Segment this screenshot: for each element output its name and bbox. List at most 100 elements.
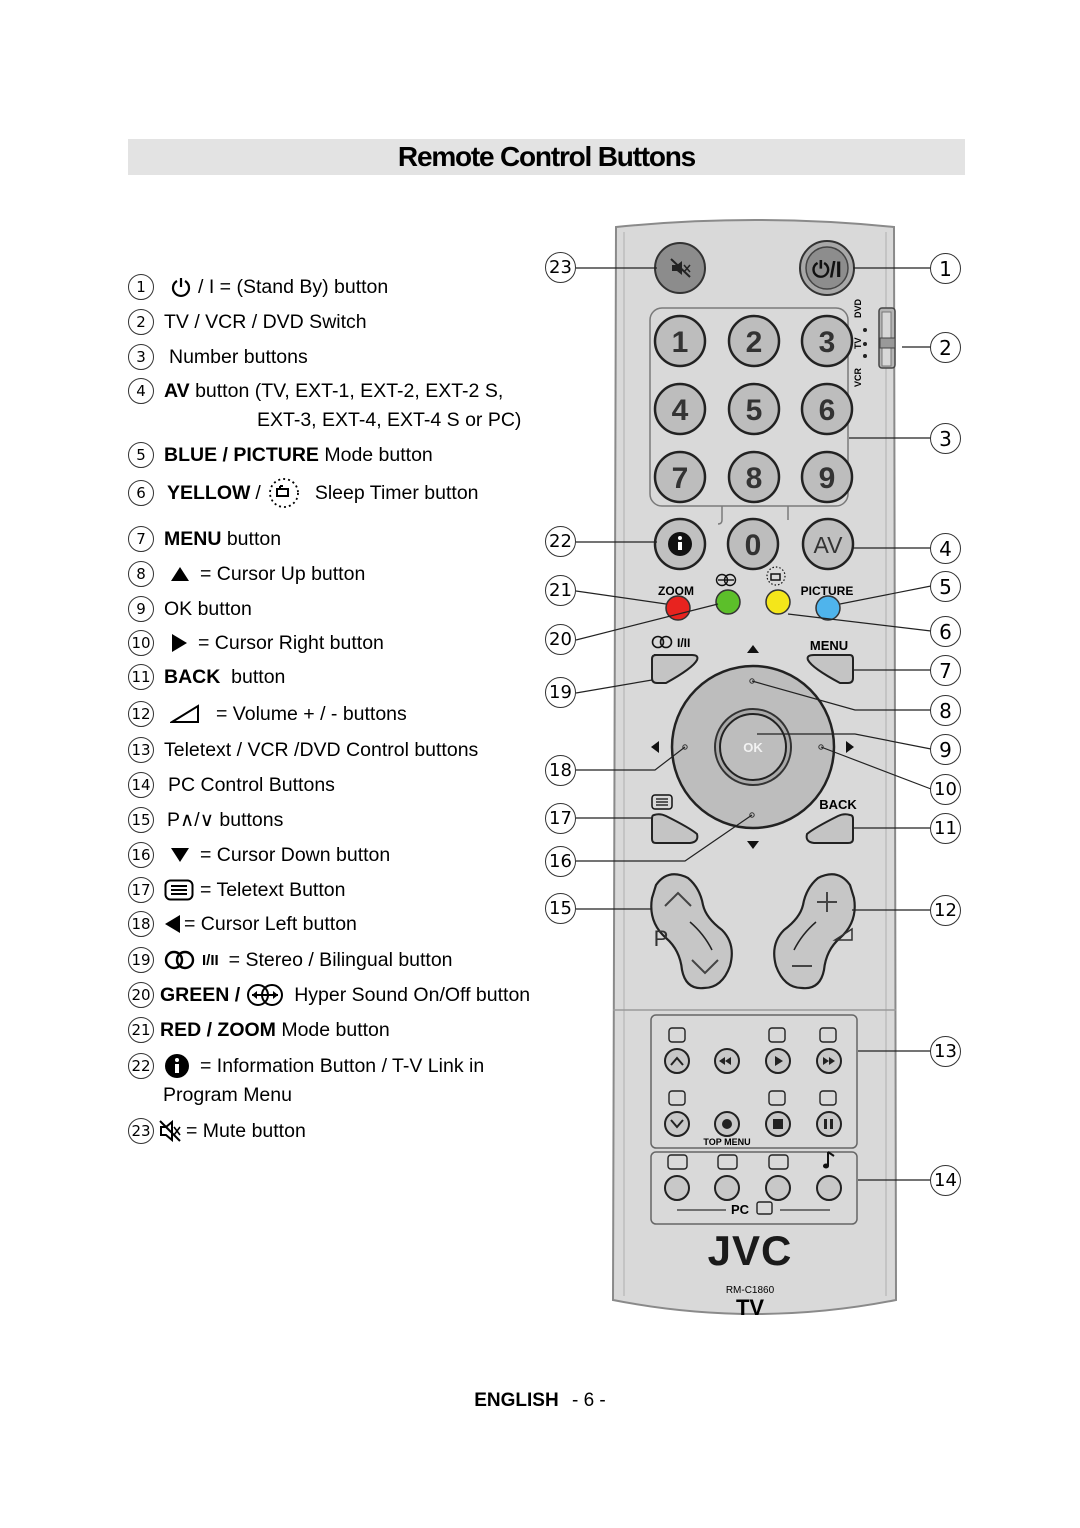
callout-4: 4	[930, 533, 961, 564]
digit-button-5[interactable]: 5	[727, 382, 781, 436]
legend-text: = Cursor Down button	[200, 843, 391, 866]
legend-item: 15 P∧/∨ buttons	[128, 804, 283, 836]
av-button[interactable]: AV	[801, 517, 855, 571]
legend-item: 12 = Volume + / - buttons	[128, 698, 407, 730]
hyper-sound-icon	[246, 983, 284, 1007]
legend-number: 21	[128, 1017, 154, 1043]
pc-button-4[interactable]	[816, 1175, 842, 1201]
legend-number: 4	[128, 378, 154, 404]
callout-23: 23	[545, 252, 576, 283]
pc-control-buttons: PC	[664, 1151, 842, 1217]
blue-picture-button[interactable]	[815, 595, 841, 621]
legend-number: 2	[128, 309, 154, 335]
digit-button-2[interactable]: 2	[727, 314, 781, 368]
mute-button[interactable]	[654, 242, 706, 294]
teletext-icon	[164, 879, 194, 901]
pc-control-block	[650, 1151, 858, 1225]
vcr-dvd-control-block	[650, 1014, 858, 1149]
digit-button-1[interactable]: 1	[653, 314, 707, 368]
stereo-bilingual-button[interactable]	[651, 654, 699, 684]
callout-lines	[575, 267, 932, 1181]
legend-item: 4 AV button (TV, EXT-1, EXT-2, EXT-2 S,	[128, 375, 503, 407]
callout-8: 8	[930, 695, 961, 726]
callout-10: 10	[930, 774, 961, 805]
legend-item: 10 = Cursor Right button	[128, 627, 384, 659]
legend-number: 3	[128, 344, 154, 370]
legend-bold: RED / ZOOM	[160, 1018, 276, 1041]
legend-bold: BLUE / PICTURE	[164, 443, 319, 466]
legend-text: = Cursor Right button	[198, 631, 384, 654]
info-button[interactable]	[653, 517, 707, 571]
svg-text:4: 4	[672, 394, 689, 427]
legend-item: 18 = Cursor Left button	[128, 908, 357, 940]
digit-button-0[interactable]: 0	[726, 517, 780, 571]
legend-bold: GREEN /	[160, 983, 241, 1006]
digit-button-6[interactable]: 6	[800, 382, 854, 436]
page-footer: ENGLISH - 6 -	[0, 1390, 1080, 1412]
sleep-timer-icon	[267, 476, 301, 510]
legend-number: 23	[128, 1118, 154, 1144]
callout-13: 13	[930, 1036, 961, 1067]
legend-number: 22	[128, 1053, 154, 1079]
cursor-right-arrow	[846, 741, 854, 753]
menu-label: MENU	[810, 638, 848, 653]
teletext-icon	[651, 794, 673, 810]
svg-text:8: 8	[746, 462, 763, 495]
power-button-label: ⏻/I	[812, 257, 842, 282]
pc-button-3[interactable]	[765, 1175, 791, 1201]
vcr-down-button[interactable]	[664, 1111, 690, 1137]
pc-button-1[interactable]	[664, 1175, 690, 1201]
play-button[interactable]	[765, 1048, 791, 1074]
callout-11: 11	[930, 813, 961, 844]
tv-label: TV	[736, 1295, 764, 1320]
digit-button-9[interactable]: 9	[800, 450, 854, 504]
tv-vcr-dvd-switch[interactable]: DVD TV VCR	[853, 298, 896, 387]
legend-text: = Volume + / - buttons	[216, 702, 407, 725]
index-icon	[819, 1090, 837, 1106]
teletext-button[interactable]	[651, 813, 699, 844]
legend-continuation: Program Menu	[163, 1084, 292, 1106]
pc-position-icon	[717, 1154, 738, 1170]
legend-item: 23 = Mute button	[128, 1115, 306, 1147]
green-button[interactable]	[715, 589, 741, 615]
legend-text: button	[220, 665, 286, 688]
page-title: Remote Control Buttons	[397, 141, 696, 172]
legend-text: = Cursor Up button	[200, 562, 366, 585]
legend-number: 12	[128, 701, 154, 727]
info-icon	[668, 532, 692, 556]
legend-item: 5 BLUE / PICTURE Mode button	[128, 439, 433, 471]
digit-button-7[interactable]: 7	[653, 450, 707, 504]
pause-button[interactable]	[816, 1111, 842, 1137]
vcr-up-button[interactable]	[664, 1048, 690, 1074]
legend-number: 8	[128, 561, 154, 587]
legend-text: Hyper Sound On/Off button	[294, 983, 531, 1006]
yellow-button[interactable]	[765, 589, 791, 615]
digit-button-3[interactable]: 3	[800, 314, 854, 368]
legend-number: 9	[128, 596, 154, 622]
svg-text:7: 7	[672, 462, 689, 495]
cursor-up-arrow	[747, 645, 759, 653]
record-button[interactable]	[714, 1111, 740, 1137]
mute-icon	[158, 1118, 182, 1144]
back-button[interactable]	[805, 813, 854, 844]
legend-item: 9 OK button	[128, 593, 252, 625]
red-zoom-button[interactable]	[665, 595, 691, 621]
digit-button-8[interactable]: 8	[727, 450, 781, 504]
fast-forward-button[interactable]	[816, 1048, 842, 1074]
reveal-icon	[668, 1027, 686, 1043]
power-button[interactable]: ⏻/I	[799, 240, 855, 296]
legend-item: 14 PC Control Buttons	[128, 769, 335, 801]
legend-number: 10	[128, 630, 154, 656]
ok-button[interactable]	[719, 713, 787, 781]
svg-text:1: 1	[672, 326, 689, 359]
pc-button-2[interactable]	[714, 1175, 740, 1201]
program-rocker[interactable]	[650, 873, 733, 990]
digit-button-4[interactable]: 4	[653, 382, 707, 436]
menu-button[interactable]	[806, 654, 854, 684]
stereo-label: I/II	[677, 636, 690, 650]
zoom-label: ZOOM	[658, 584, 694, 598]
stop-button[interactable]	[765, 1111, 791, 1137]
legend-bold: MENU	[164, 527, 222, 550]
callout-6: 6	[930, 616, 961, 647]
rewind-button[interactable]	[714, 1048, 740, 1074]
